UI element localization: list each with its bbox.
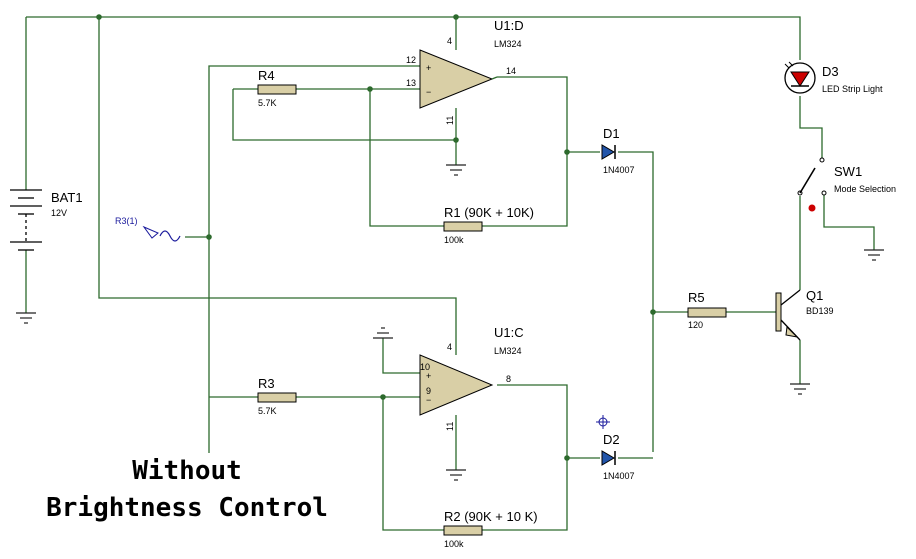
u1d-pin-13: 13 — [406, 78, 416, 88]
led-d3[interactable]: D3 LED Strip Light — [784, 61, 883, 94]
u1d-ref: U1:D — [494, 18, 524, 33]
bat1-ref: BAT1 — [51, 190, 83, 205]
r2-ref: R2 (90K + 10 K) — [444, 509, 538, 524]
minus-sign: − — [426, 395, 431, 405]
r4-value: 5.7K — [258, 98, 277, 108]
u1d-pin-4: 4 — [447, 36, 452, 46]
u1d-pin-12: 12 — [406, 55, 416, 65]
u1c-part: LM324 — [494, 346, 522, 356]
diode-icon — [601, 144, 616, 160]
u1c-pin-10: 10 — [420, 362, 430, 372]
d2-part: 1N4007 — [603, 471, 635, 481]
resistor-icon — [443, 221, 483, 232]
title-line-2: Brightness Control — [46, 493, 328, 523]
ground-icon — [446, 469, 466, 481]
signal-source[interactable]: R3(1) — [115, 216, 181, 242]
resistor-r1[interactable]: R1 (90K + 10K) 100k — [443, 205, 534, 245]
junction-dot — [650, 309, 656, 315]
q1-ref: Q1 — [806, 288, 823, 303]
transistor-icon — [775, 289, 801, 341]
ground-icon — [16, 312, 36, 324]
junction-dot — [564, 455, 570, 461]
transistor-q1[interactable]: Q1 BD139 — [775, 288, 834, 341]
switch-contact-icon — [808, 204, 816, 212]
diode-d2[interactable]: D2 1N4007 — [601, 432, 635, 481]
sine-source-icon — [142, 225, 181, 242]
u1c-ref: U1:C — [494, 325, 524, 340]
u1d-pin-11: 11 — [445, 116, 455, 125]
d3-ref: D3 — [822, 64, 839, 79]
ground-icon — [864, 249, 884, 261]
u1d-pin-14: 14 — [506, 66, 516, 76]
opamp-icon — [419, 49, 494, 109]
wires — [25, 16, 875, 531]
d2-ref: D2 — [603, 432, 620, 447]
title-line-1: Without — [132, 456, 242, 486]
plus-sign: + — [426, 63, 431, 73]
r5-value: 120 — [688, 320, 703, 330]
u1c-pin-4: 4 — [447, 342, 452, 352]
sw1-ref: SW1 — [834, 164, 862, 179]
resistor-icon — [443, 525, 483, 536]
junction-dot — [367, 86, 373, 92]
resistor-r2[interactable]: R2 (90K + 10 K) 100k — [443, 509, 538, 549]
r3-value: 5.7K — [258, 406, 277, 416]
d1-part: 1N4007 — [603, 165, 635, 175]
resistor-icon — [687, 307, 727, 318]
junction-dot — [453, 137, 459, 143]
ground-icon — [790, 383, 810, 395]
u1c-pin-11: 11 — [445, 422, 455, 431]
diode-icon — [601, 450, 616, 466]
ground-icon — [373, 327, 393, 339]
q1-part: BD139 — [806, 306, 834, 316]
switch-icon — [797, 157, 827, 212]
u1c-pin-8: 8 — [506, 374, 511, 384]
r1-ref: R1 (90K + 10K) — [444, 205, 534, 220]
junction-dot — [96, 14, 102, 20]
r3-ref: R3 — [258, 376, 275, 391]
switch-sw1[interactable]: SW1 Mode Selection — [797, 157, 896, 212]
r2-value: 100k — [444, 539, 464, 549]
opamp-icon — [419, 354, 494, 416]
source-ref: R3(1) — [115, 216, 138, 226]
ground-icon — [446, 164, 466, 176]
r4-ref: R4 — [258, 68, 275, 83]
d1-ref: D1 — [603, 126, 620, 141]
d3-desc: LED Strip Light — [822, 84, 883, 94]
diode-d1[interactable]: D1 1N4007 — [601, 126, 635, 175]
junction-dots — [96, 14, 656, 461]
led-icon — [784, 61, 816, 94]
minus-sign: − — [426, 87, 431, 97]
resistor-icon — [257, 84, 297, 95]
u1c-pin-9: 9 — [426, 386, 431, 396]
crosshair-icon — [596, 415, 610, 429]
plus-sign: + — [426, 371, 431, 381]
resistor-icon — [257, 392, 297, 403]
bat1-value: 12V — [51, 208, 67, 218]
battery-icon — [10, 189, 42, 251]
battery-bat1[interactable]: BAT1 12V — [10, 189, 83, 251]
r5-ref: R5 — [688, 290, 705, 305]
sw1-desc: Mode Selection — [834, 184, 896, 194]
resistor-r4[interactable]: R4 5.7K — [257, 68, 297, 108]
resistor-r3[interactable]: R3 5.7K — [257, 376, 297, 416]
u1d-part: LM324 — [494, 39, 522, 49]
junction-dot — [564, 149, 570, 155]
junction-dot — [206, 234, 212, 240]
opamp-u1c[interactable]: + − 10 9 4 11 8 U1:C LM324 — [419, 325, 524, 431]
junction-dot — [453, 14, 459, 20]
junction-dot — [380, 394, 386, 400]
r1-value: 100k — [444, 235, 464, 245]
opamp-u1d[interactable]: + − 12 13 4 11 14 U1:D LM324 — [406, 18, 524, 125]
resistor-r5[interactable]: R5 120 — [687, 290, 727, 330]
